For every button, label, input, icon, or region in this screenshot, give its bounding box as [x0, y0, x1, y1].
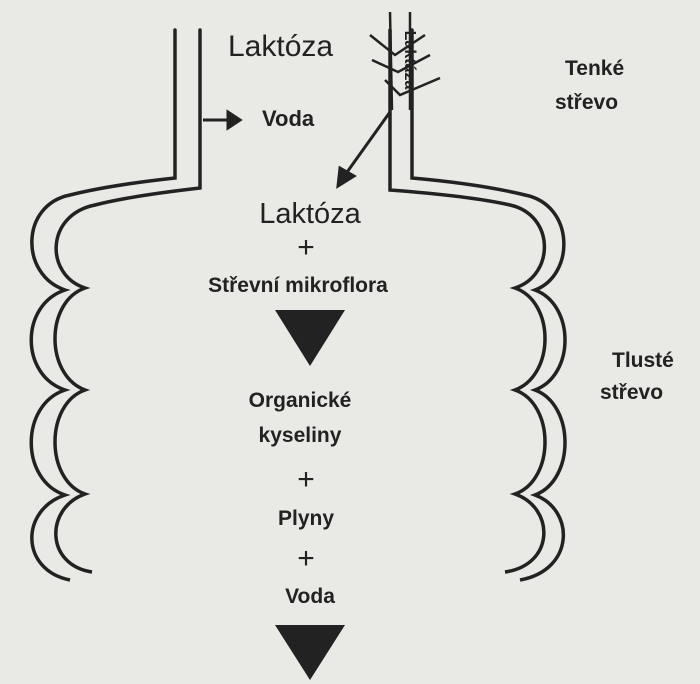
lactose-passage-arrow [336, 111, 392, 189]
plus-sign-3: + [297, 542, 315, 575]
small-intestine-right-wall-inner [410, 28, 527, 197]
small-intestine-left-wall [68, 28, 177, 197]
large-intestine-right-wall [504, 193, 567, 582]
small-intestine-label-line2: střevo [555, 91, 619, 114]
water-arrow [203, 109, 243, 131]
lactase-enzyme-marks [369, 11, 441, 111]
large-intestine-label-line1: Tlusté [612, 349, 674, 372]
organic-acids-label-line1: Organické [248, 389, 352, 412]
water-side-label: Voda [262, 106, 315, 131]
organic-acids-label-line2: kyseliny [258, 424, 342, 447]
plus-sign-2: + [297, 463, 315, 496]
lactose-top-label: Laktóza [228, 30, 334, 63]
small-intestine-label-line1: Tenké [565, 57, 625, 80]
lactose-center-label: Laktóza [259, 198, 361, 230]
small-intestine-left-wall-inner [93, 28, 202, 207]
lactase-wall-text: Laktáza [401, 31, 418, 90]
large-intestine-label-line2: střevo [600, 381, 664, 404]
microflora-label: Střevní mikroflora [208, 274, 388, 297]
plus-sign-1: + [297, 231, 315, 264]
water-bottom-label: Voda [285, 585, 335, 608]
large-intestine-left-wall [29, 193, 96, 582]
small-intestine-right-wall [388, 28, 512, 207]
gases-label: Plyny [277, 507, 335, 530]
down-arrow-upper [275, 310, 345, 366]
down-arrow-lower [275, 625, 345, 680]
